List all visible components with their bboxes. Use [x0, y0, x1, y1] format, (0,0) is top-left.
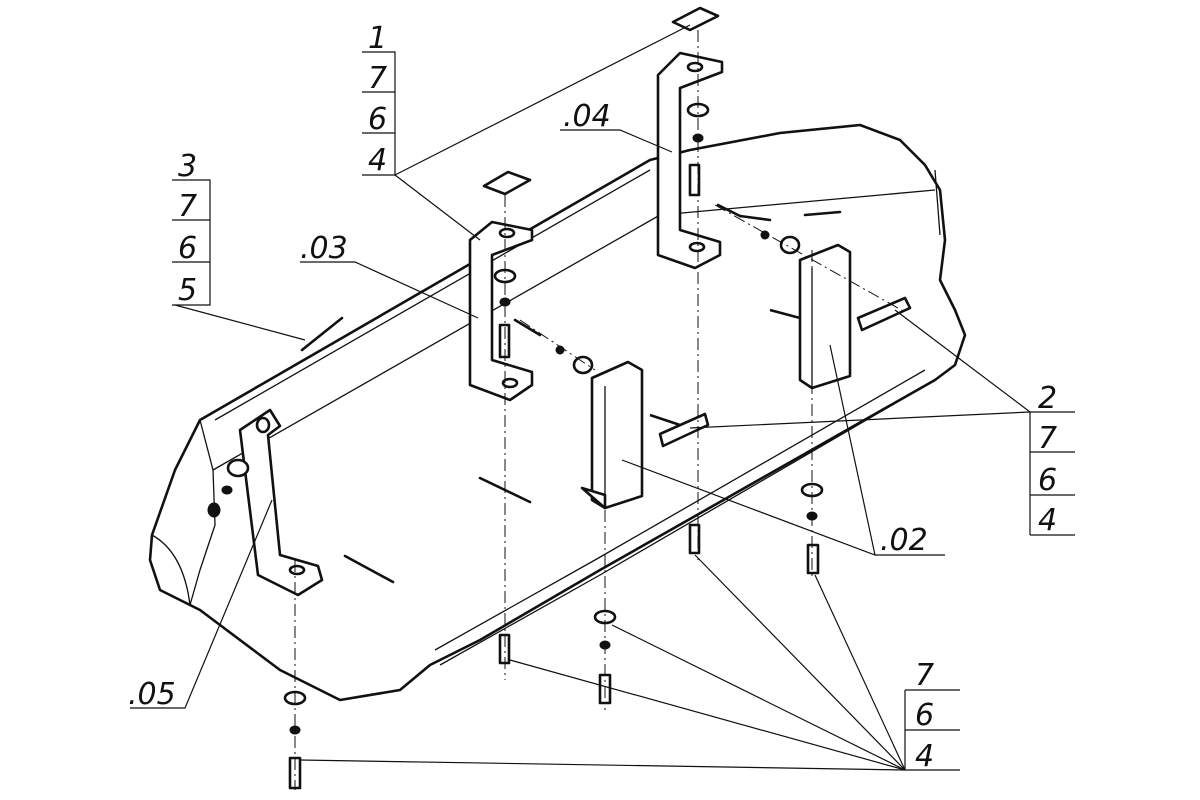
- label-part-5: 5: [178, 273, 197, 308]
- callout-top-left: 1 7 6 4: [368, 21, 387, 178]
- label-part-3: 3: [178, 149, 197, 184]
- label-ref-02: .02: [880, 523, 928, 558]
- label-part-2: 2: [1038, 381, 1057, 416]
- label-part-6: 6: [1038, 463, 1057, 498]
- axis-lines: [294, 30, 906, 790]
- label-part-1: 1: [368, 21, 387, 56]
- label-ref-03: .03: [300, 231, 348, 266]
- bracket-05: [238, 408, 324, 597]
- bracket-02-front: [580, 360, 644, 510]
- reference-labels: .04 .03 .02 .05: [128, 99, 928, 712]
- bracket-03: [468, 220, 534, 402]
- label-ref-04: .04: [563, 99, 611, 134]
- label-part-7: 7: [178, 189, 197, 224]
- label-part-7: 7: [915, 658, 934, 693]
- label-part-4: 4: [368, 143, 387, 178]
- label-part-6: 6: [915, 698, 934, 733]
- label-part-4: 4: [915, 739, 934, 774]
- callout-bottom-right: 7 6 4: [915, 658, 934, 774]
- label-part-6: 6: [178, 231, 197, 266]
- callout-left: 3 7 6 5: [178, 149, 197, 308]
- label-part-4: 4: [1038, 503, 1057, 538]
- bracket-02-rear: [798, 243, 852, 390]
- bracket-04: [656, 51, 724, 270]
- label-part-6: 6: [368, 102, 387, 137]
- label-ref-05: .05: [128, 677, 176, 712]
- label-part-7: 7: [368, 61, 387, 96]
- skid-plate: [148, 123, 967, 702]
- label-part-7: 7: [1038, 421, 1057, 456]
- callout-right: 2 7 6 4: [1038, 381, 1057, 538]
- leader-lines: [130, 24, 1075, 771]
